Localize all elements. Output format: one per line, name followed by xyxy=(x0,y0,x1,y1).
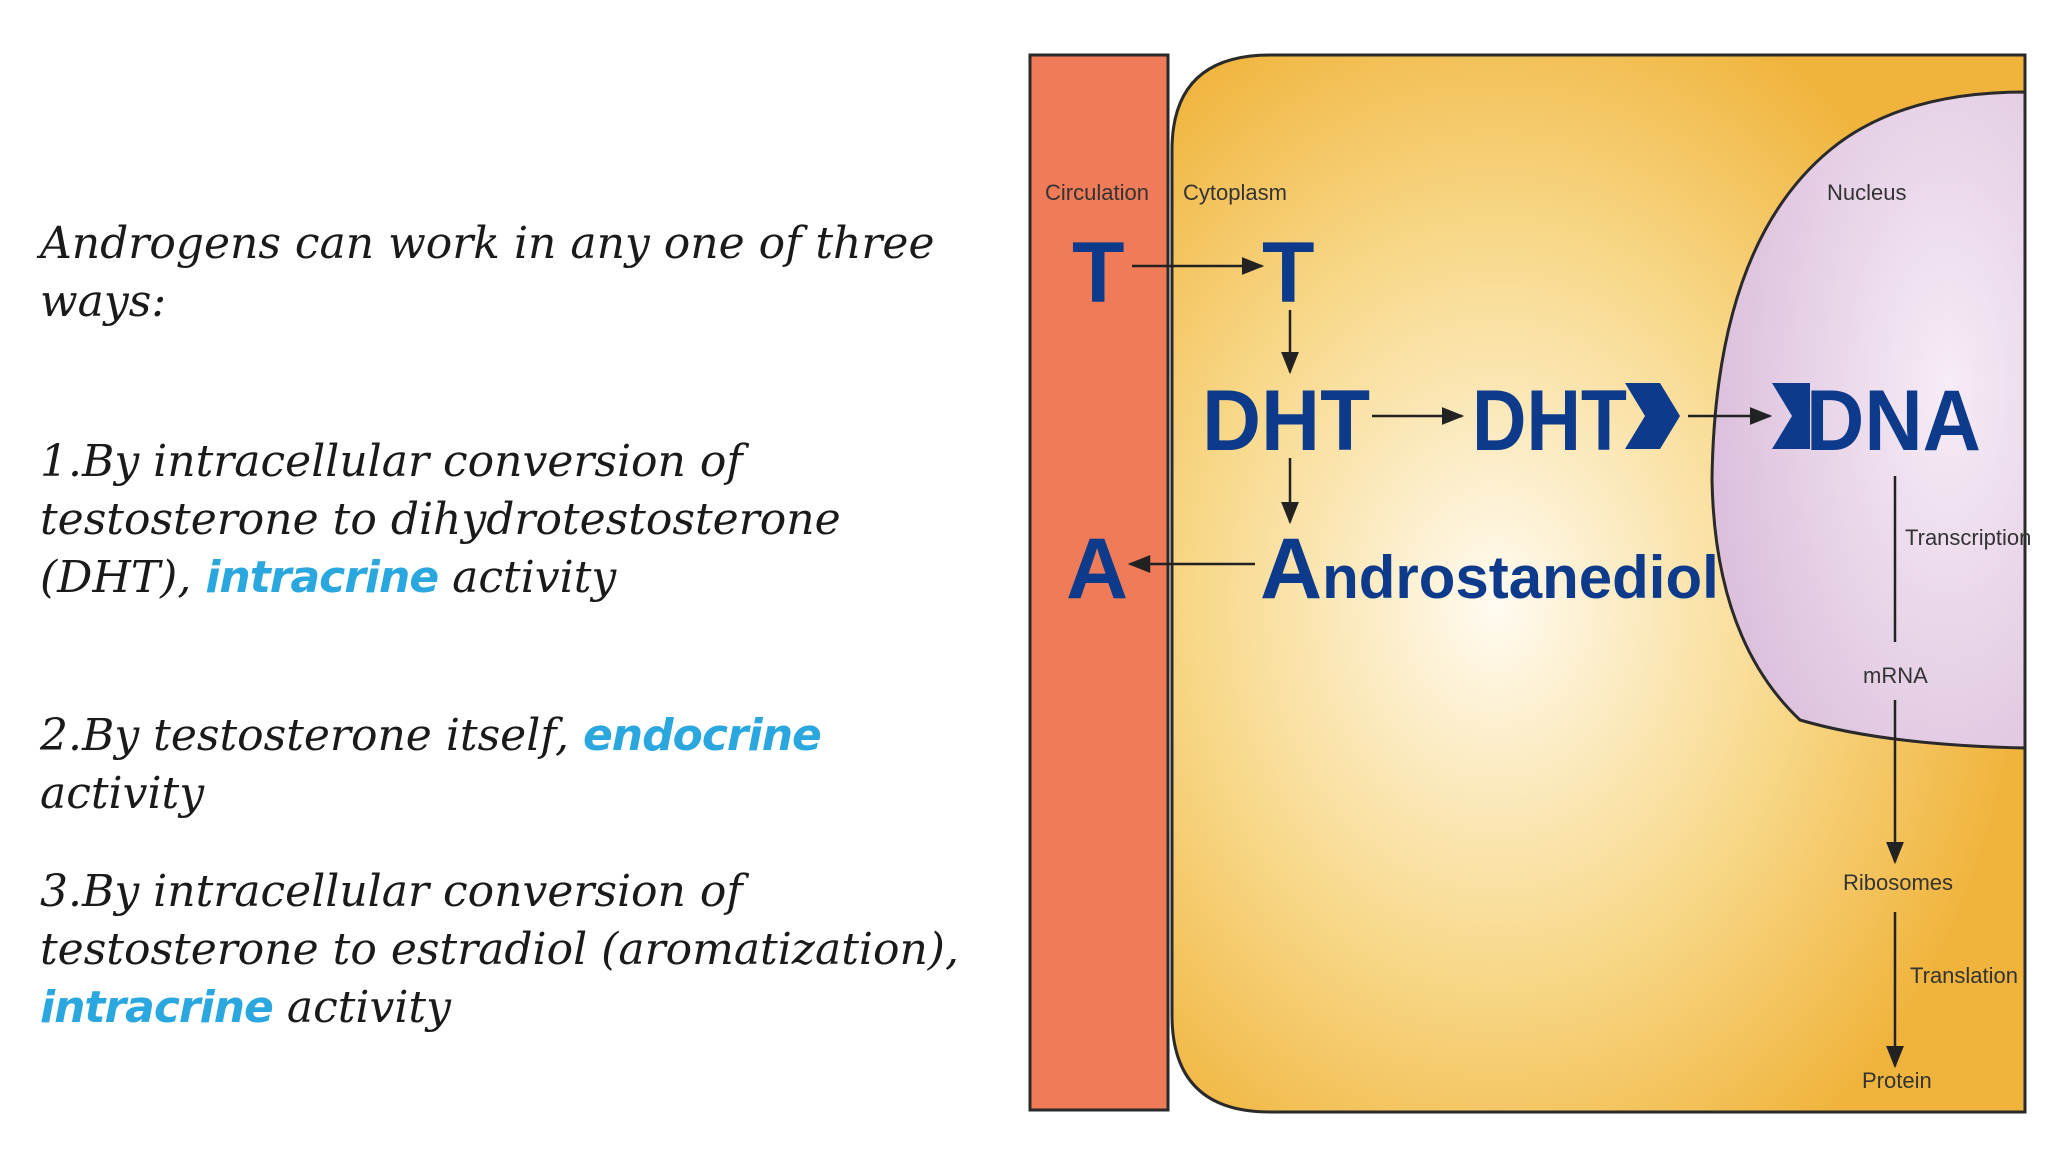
t-cytoplasm-node: T xyxy=(1262,225,1315,321)
dna-binding-notch-icon xyxy=(1772,383,1810,449)
list-item-2-highlight: endocrine xyxy=(582,710,822,761)
cytoplasm-label: Cytoplasm xyxy=(1183,180,1287,205)
list-item-2-suffix: activity xyxy=(40,768,205,819)
ribosomes-label: Ribosomes xyxy=(1843,870,1953,895)
list-item-3-suffix: activity xyxy=(272,982,451,1033)
androstanediol-initial: A xyxy=(1260,521,1322,617)
list-item-1-highlight: intracrine xyxy=(205,552,439,603)
circulation-region xyxy=(1028,53,1170,1112)
list-item-3-highlight: intracrine xyxy=(40,982,274,1033)
circulation-label: Circulation xyxy=(1045,180,1149,205)
receptor-shape-icon xyxy=(1625,383,1680,449)
list-item-1-text: 1.By intracellular conversion of testost… xyxy=(40,436,841,603)
intro-text: Androgens can work in any one of three w… xyxy=(40,215,940,331)
t-circulation-node: T xyxy=(1072,225,1125,321)
dht-receptor-node: DHT xyxy=(1472,373,1627,469)
androstanediol-node: Androstanediol xyxy=(1260,521,1719,617)
dht-node: DHT xyxy=(1202,373,1370,469)
list-item-2: 2.By testosterone itself, endocrine acti… xyxy=(40,707,970,823)
list-item-2-text: 2.By testosterone itself, xyxy=(40,710,583,761)
mrna-label: mRNA xyxy=(1863,663,1928,688)
list-item-1: 1.By intracellular conversion of testost… xyxy=(40,433,940,607)
a-circulation-node: A xyxy=(1066,521,1128,617)
protein-label: Protein xyxy=(1862,1068,1932,1093)
translation-label: Translation xyxy=(1910,963,2018,988)
list-item-3-text: 3.By intracellular conversion of testost… xyxy=(40,866,959,975)
list-item-3: 3.By intracellular conversion of testost… xyxy=(40,863,970,1037)
intro-line: Androgens can work in any one of three w… xyxy=(40,218,935,327)
list-item-1-suffix: activity xyxy=(438,552,617,603)
nucleus-label: Nucleus xyxy=(1827,180,1906,205)
dna-node: DNA xyxy=(1806,373,1981,469)
transcription-label: Transcription xyxy=(1905,525,2031,550)
androstanediol-rest: ndrostanediol xyxy=(1322,544,1719,611)
nucleus-region xyxy=(1710,90,2027,750)
